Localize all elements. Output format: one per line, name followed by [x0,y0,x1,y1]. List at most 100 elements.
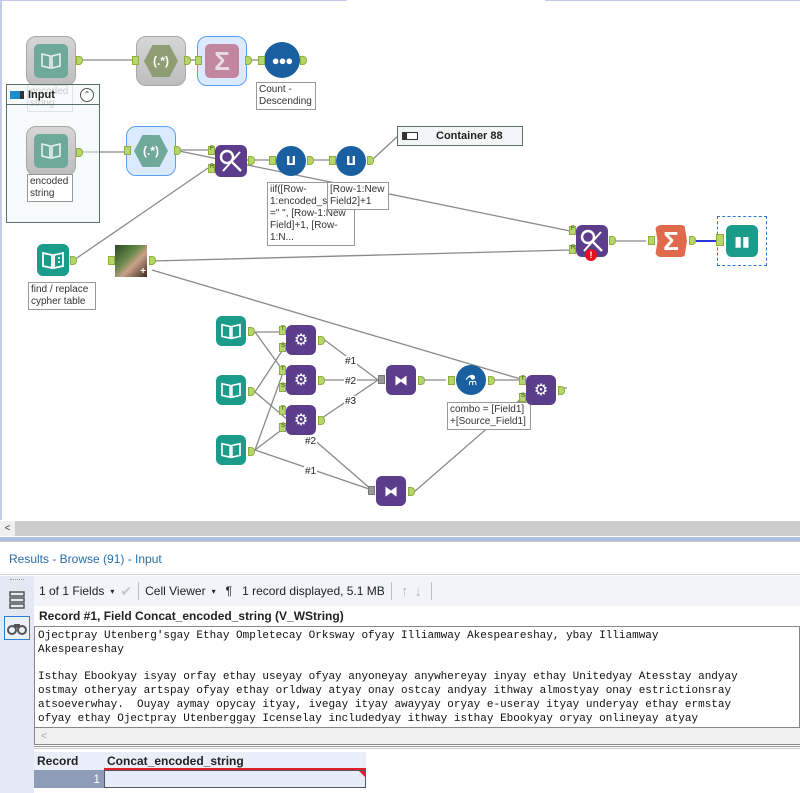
source-anchor[interactable]: S [519,393,526,402]
column-header-concat-encoded-string[interactable]: Concat_encoded_string [104,752,366,770]
cell-viewer-selector[interactable]: Cell Viewer [145,584,206,598]
output-anchor[interactable] [609,236,616,245]
output-anchor[interactable] [149,256,156,265]
canvas-horizontal-scrollbar[interactable]: < [0,521,800,536]
output-anchor[interactable] [300,56,307,65]
pane-splitter[interactable] [0,537,800,542]
input-anchor[interactable] [648,236,655,245]
output-anchor[interactable] [245,56,252,65]
target-anchor[interactable]: T [279,366,286,375]
arrow-down-icon[interactable]: ↓ [414,582,422,600]
container-toggle-icon[interactable] [10,90,24,99]
browse-tool[interactable]: ▮▮ [726,225,758,257]
multi-row-formula-tool-2[interactable]: ⵡ [336,146,366,176]
output-anchor[interactable] [248,327,255,336]
multi-input-anchor[interactable] [368,486,375,495]
multi-row-formula-tool[interactable]: ⵡ [276,146,306,176]
grid-splitter[interactable] [34,746,800,749]
grid-header-row: Record Concat_encoded_string [34,752,366,770]
apply-check-icon[interactable]: ✔ [120,582,133,599]
output-anchor[interactable] [307,156,314,165]
target-anchor[interactable]: T [279,326,286,335]
regex-tool-faded[interactable]: (.*) [136,36,186,86]
target-anchor[interactable]: T [279,406,286,415]
cypher-input-tool[interactable] [37,244,69,276]
append-fields-tool-4[interactable]: ⚙ [526,375,556,405]
find-anchor[interactable]: F [569,226,576,235]
output-anchor[interactable] [689,236,696,245]
output-anchor[interactable] [248,447,255,456]
input-anchor[interactable] [124,146,131,155]
source-anchor[interactable]: S [279,423,286,432]
formula-tool[interactable]: ⚗ [456,365,486,395]
input-anchor[interactable] [448,376,455,385]
output-anchor[interactable] [408,487,415,496]
input-anchor[interactable] [329,156,336,165]
output-anchor[interactable] [318,336,325,345]
fields-selector[interactable]: 1 of 1 Fields [39,584,105,598]
sort-tool[interactable]: ●●● [264,42,300,78]
cell-viewer-text[interactable]: Ojectpray Utenberg'sgay Ethay Ompletecay… [34,626,800,728]
input-anchor[interactable] [132,56,139,65]
source-anchor[interactable]: S [279,383,286,392]
cell-value[interactable] [104,770,366,788]
table-row[interactable]: 1 [34,770,366,788]
macro-image-tool[interactable]: + [115,245,147,277]
input-tool[interactable] [26,126,76,176]
find-replace-tool[interactable] [215,145,247,177]
arrow-up-icon[interactable]: ↑ [400,582,409,600]
input-anchor[interactable] [195,56,202,65]
text-input-tool-1[interactable] [216,316,246,346]
input-anchor[interactable] [716,234,724,246]
append-fields-tool-2[interactable]: ⚙ [286,365,316,395]
output-anchor[interactable] [558,386,565,395]
input-anchor[interactable] [108,256,115,265]
viewer-dropdown-icon[interactable]: ▾ [211,586,216,596]
find-anchor[interactable]: F [208,146,215,155]
grip-icon[interactable] [10,579,24,581]
summarize-tool-faded[interactable]: Σ [197,36,247,86]
workflow-canvas[interactable]: encoded string (.*) Σ ●●● Count - Descen… [0,0,800,520]
cell-viewer-scrollbar[interactable]: < [34,728,800,745]
column-header-record[interactable]: Record [34,752,104,770]
container-88[interactable]: Container 88 [397,126,523,146]
output-anchor[interactable] [70,256,77,265]
multi-input-anchor[interactable] [378,375,385,384]
input-tool-faded[interactable] [26,36,76,86]
append-fields-tool-1[interactable]: ⚙ [286,325,316,355]
record-number[interactable]: 1 [34,770,104,788]
scroll-left-icon[interactable]: < [41,731,47,742]
output-anchor[interactable] [318,416,325,425]
output-anchor[interactable] [488,376,495,385]
append-fields-tool-3[interactable]: ⚙ [286,405,316,435]
summarize-tool[interactable]: Σ [655,225,687,257]
input-anchor[interactable] [258,56,265,65]
output-anchor[interactable] [318,376,325,385]
table-view-icon[interactable] [4,588,30,612]
output-anchor[interactable] [174,146,181,155]
text-input-tool-2[interactable] [216,375,246,405]
pilcrow-icon[interactable]: ¶ [225,584,233,598]
binoculars-view-icon[interactable] [4,616,30,640]
output-anchor[interactable] [76,56,83,65]
output-anchor[interactable] [184,56,191,65]
text-input-tool-3[interactable] [216,435,246,465]
union-tool-2[interactable]: ⧓ [376,476,406,506]
collapse-icon[interactable]: ⌃ [80,88,94,102]
output-anchor[interactable] [248,156,255,165]
source-anchor[interactable]: S [279,343,286,352]
target-anchor[interactable]: T [519,376,526,385]
replace-anchor[interactable]: R [569,245,576,254]
replace-anchor[interactable]: R [208,164,215,173]
scroll-left-icon[interactable]: < [0,521,15,536]
input-anchor[interactable] [269,156,276,165]
union-tool-1[interactable]: ⧓ [386,365,416,395]
connection-label: #2 [304,436,318,447]
container-toggle-icon[interactable] [402,132,418,140]
output-anchor[interactable] [76,148,83,157]
regex-tool[interactable]: (.*) [126,126,176,176]
output-anchor[interactable] [248,387,255,396]
output-anchor[interactable] [367,156,374,165]
fields-dropdown-icon[interactable]: ▾ [110,586,115,596]
output-anchor[interactable] [418,376,425,385]
